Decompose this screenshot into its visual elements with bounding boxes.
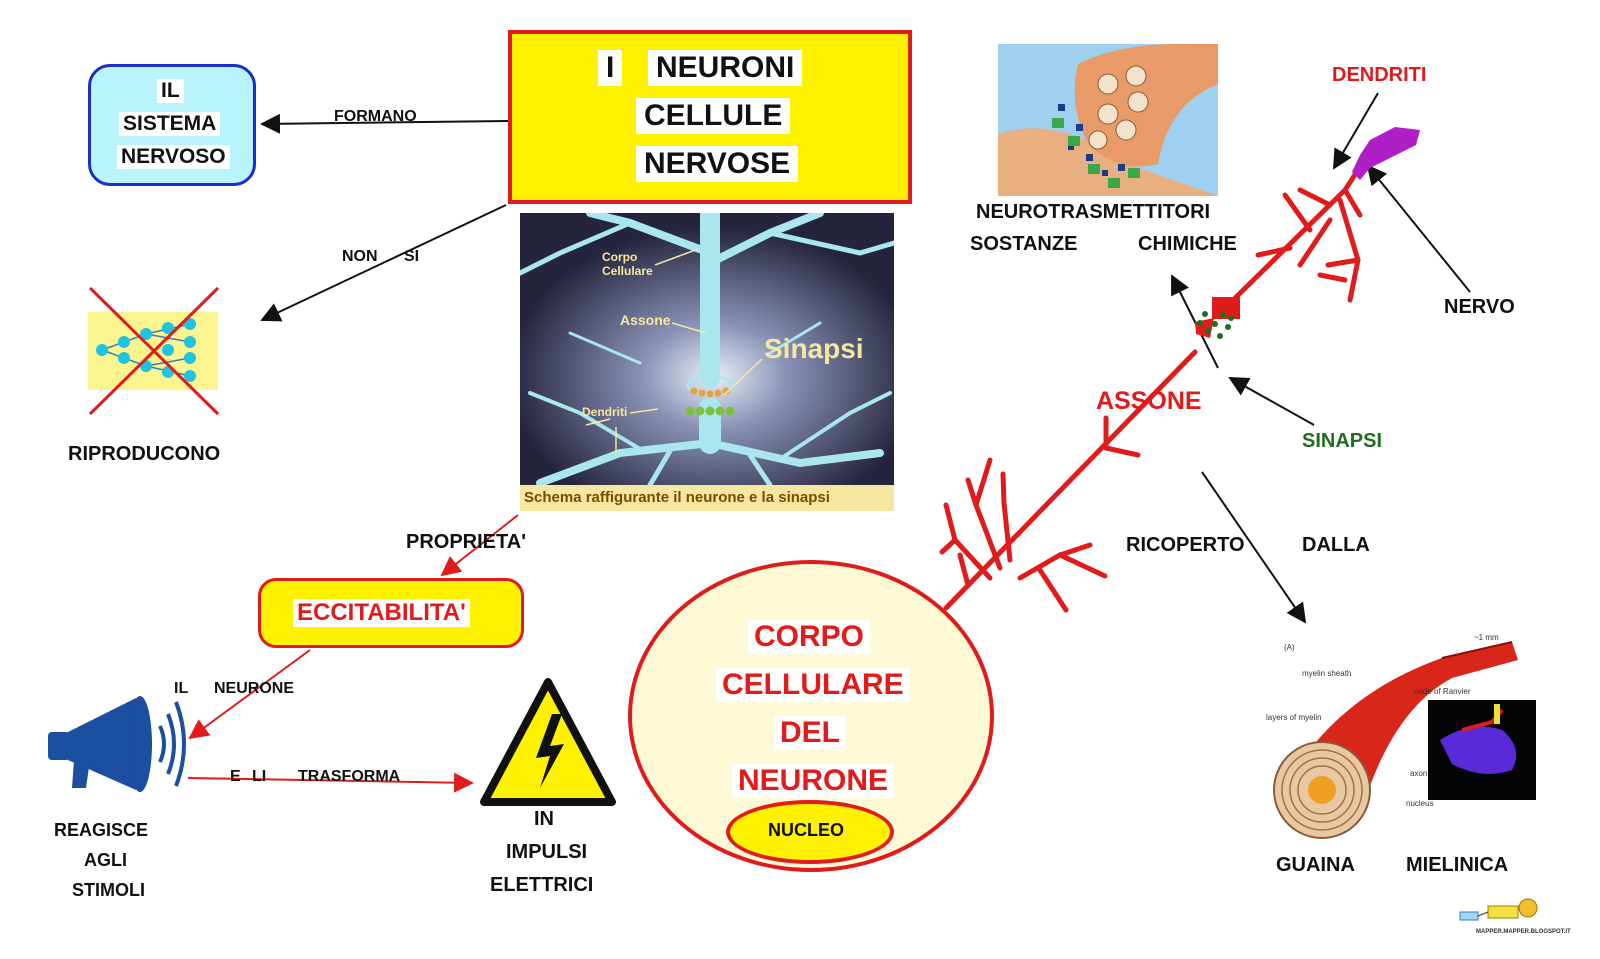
proprieta-arrow — [440, 514, 519, 577]
axon-tree-drawing — [939, 167, 1363, 613]
neuron-photo-drawing — [517, 203, 897, 511]
title-neuroni: NEURONI — [648, 50, 803, 86]
corpo-line4: NEURONE — [732, 764, 895, 798]
corpo-cellulare-ellipse: CORPO CELLULARE DEL NEURONE — [628, 560, 994, 872]
myelin-nucleus-text: nucleus — [1406, 799, 1434, 808]
myelin-scale-text: ~1 mm — [1474, 633, 1499, 642]
corpo-line1: CORPO — [748, 620, 871, 654]
impulsi-line2: IMPULSI — [506, 841, 588, 863]
megaphone-icon — [48, 696, 186, 792]
title-nervose: NERVOSE — [636, 146, 799, 182]
nervo-arrow — [1366, 164, 1471, 293]
neuron-photo: Corpo Cellulare Assone Sinapsi Dendriti … — [517, 203, 897, 511]
formano-label: FORMANO — [334, 108, 417, 125]
crossed-network-icon — [88, 286, 220, 416]
nucleo-ellipse: NUCLEO — [726, 800, 894, 864]
guaina-label: GUAINA — [1276, 854, 1355, 876]
photo-corpo: Corpo — [602, 250, 638, 264]
mapper-logo-text: MAPPER.MAPPER.BLOGSPOT.IT — [1476, 929, 1571, 935]
photo-assone: Assone — [620, 312, 671, 328]
title-box: I NEURONI CELLULE NERVOSE — [508, 30, 912, 204]
eccitabilita-box: ECCITABILITA' — [258, 578, 524, 648]
myelin-layers-text: layers of myelin — [1266, 713, 1322, 722]
non-label: NON — [342, 248, 378, 265]
corpo-line3: DEL — [774, 716, 846, 750]
myelin-sheath-text: myelin sheath — [1302, 669, 1351, 678]
sostanze-label: SOSTANZE — [970, 233, 1078, 255]
chimiche-label: CHIMICHE — [1138, 233, 1237, 255]
sinapsi-arrow — [1228, 377, 1315, 426]
sistema-nervoso-box: IL SISTEMA NERVOSO — [88, 64, 256, 186]
title-cellule: CELLULE — [636, 98, 791, 134]
dendriti-label: DENDRITI — [1332, 64, 1427, 86]
reagisce-line1: REAGISCE — [54, 820, 149, 840]
impulsi-line3: ELETTRICI — [490, 874, 594, 896]
assone-label: ASSONE — [1096, 387, 1202, 415]
ricoperto-arrow — [1201, 471, 1307, 624]
photo-cellulare: Cellulare — [602, 264, 653, 278]
myelin-label-a: (A) — [1284, 643, 1295, 652]
reagisce-line2: AGLI — [84, 850, 127, 870]
neurone-link-label: NEURONE — [214, 680, 295, 697]
neurotrasmettitori-label: NEUROTRASMETTITORI — [976, 201, 1211, 223]
photo-sinapsi: Sinapsi — [764, 333, 864, 364]
sinapsi-label: SINAPSI — [1302, 430, 1383, 452]
myelin-sheath-figure: (A) myelin sheath node of Ranvier ~1 mm … — [1266, 633, 1536, 839]
proprieta-label: PROPRIETA' — [406, 531, 526, 553]
formano-arrow — [260, 113, 509, 134]
sistema-line2: SISTEMA — [119, 112, 221, 136]
photo-dendriti: Dendriti — [582, 405, 628, 419]
li-label: LI — [252, 768, 267, 785]
corpo-line2: CELLULARE — [716, 668, 910, 702]
il-neurone-arrow — [188, 649, 311, 740]
eccitabilita-label: ECCITABILITA' — [293, 599, 470, 627]
il-label: IL — [174, 680, 189, 697]
sistema-line3: NERVOSO — [117, 145, 230, 169]
riproducono-label: RIPRODUCONO — [68, 443, 221, 465]
nucleo-label: NUCLEO — [768, 820, 844, 840]
myelin-node-text: node of Ranvier — [1414, 687, 1471, 696]
reagisce-line3: STIMOLI — [72, 880, 145, 900]
trasforma-arrow — [187, 772, 474, 793]
title-i: I — [598, 50, 623, 86]
sistema-line1: IL — [157, 79, 184, 103]
synapse-vesicles-image — [998, 44, 1218, 196]
mielinica-label: MIELINICA — [1406, 854, 1509, 876]
impulsi-line1: IN — [534, 808, 554, 830]
nerve-fragment — [1352, 127, 1420, 180]
si-label: SI — [404, 248, 420, 265]
non-si-arrow — [260, 204, 507, 322]
e-label: E — [230, 768, 241, 785]
myelin-axon-text: axon — [1410, 769, 1427, 778]
nervo-label: NERVO — [1444, 296, 1515, 318]
neurotransmitter-dots — [1197, 311, 1234, 339]
ricoperto-label: RICOPERTO — [1126, 534, 1245, 556]
trasforma-label: TRASFORMA — [298, 768, 401, 785]
high-voltage-warning-icon — [480, 678, 616, 806]
mapper-logo — [1459, 898, 1538, 921]
dendriti-arrow — [1332, 92, 1379, 170]
photo-caption: Schema raffigurante il neurone e la sina… — [524, 489, 830, 506]
synapse-terminal — [1212, 297, 1240, 319]
dalla-label: DALLA — [1302, 534, 1370, 556]
